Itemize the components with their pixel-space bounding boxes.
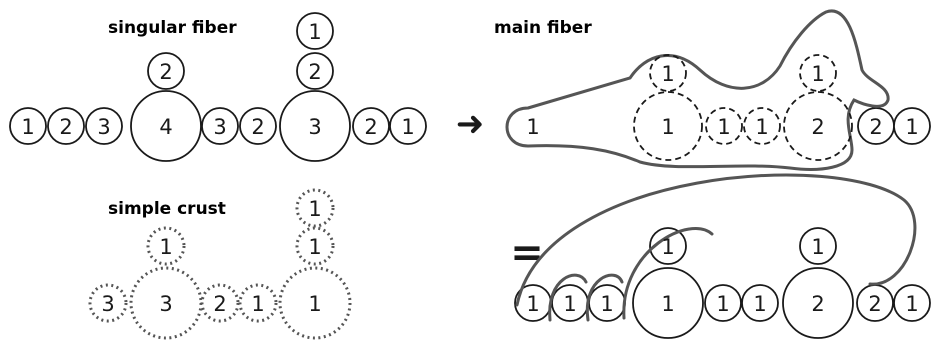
main-inner-top-node: [799, 54, 837, 92]
node-label: 1: [905, 292, 918, 316]
node-label: 1: [753, 292, 766, 316]
equals-fiber-chain: [514, 227, 931, 339]
node-label: 3: [101, 292, 114, 316]
main-fiber-inner: [633, 54, 853, 161]
node-label: 1: [600, 292, 613, 316]
small-loop: [548, 273, 588, 322]
simple-crust: [88, 188, 352, 340]
equals-node: [704, 284, 742, 322]
simple-crust-label: simple crust: [108, 199, 226, 219]
singular-fiber-labels: 1 2 3 4 3 2 3 2 1 2 2 1: [21, 20, 414, 139]
node-label: 2: [811, 292, 824, 316]
equals-fiber-labels: 1 1 1 1 1 1 2 2 1 1 1: [526, 235, 918, 316]
node-label: 1: [159, 235, 172, 259]
crust-branch-node: [295, 188, 335, 228]
node-label: 1: [717, 115, 730, 139]
crust-node: [278, 266, 352, 340]
singular-fiber-label: singular fiber: [108, 18, 237, 38]
big-arc: [515, 173, 917, 307]
node-label: 1: [308, 20, 321, 44]
node-label: 1: [755, 115, 768, 139]
node-label: 2: [811, 115, 824, 139]
main-fiber-outline: [505, 9, 890, 171]
node-label: 2: [308, 60, 321, 84]
equals-top-node: [649, 227, 687, 265]
singular-branch-node: [296, 52, 334, 90]
node-label: 1: [21, 115, 34, 139]
node-label: 1: [526, 292, 539, 316]
crust-branch-node: [146, 226, 186, 266]
singular-node: [352, 107, 390, 145]
singular-node: [201, 107, 239, 145]
main-fiber-label: main fiber: [494, 18, 592, 38]
singular-node: [389, 107, 427, 145]
node-label: 3: [97, 115, 110, 139]
node-label: 1: [661, 62, 674, 86]
equals-node: [782, 267, 854, 339]
main-fiber-right-chain: [857, 107, 931, 145]
main-inner-node: [705, 107, 743, 145]
node-label: 1: [401, 115, 414, 139]
equals-node: [632, 267, 704, 339]
crust-node: [88, 283, 128, 323]
arrow-icon: ➜: [456, 104, 485, 144]
singular-node: [85, 107, 123, 145]
node-label: 1: [251, 292, 264, 316]
node-label: 1: [308, 197, 321, 221]
crust-branch-node: [295, 226, 335, 266]
node-label: 2: [869, 115, 882, 139]
main-fiber-labels: 1 1 1 1 2 1 1 2 1: [526, 62, 918, 139]
singular-node: [9, 107, 47, 145]
node-label: 1: [308, 235, 321, 259]
node-label: 2: [868, 292, 881, 316]
node-label: 2: [59, 115, 72, 139]
main-inner-node: [633, 91, 703, 161]
equals-node: [893, 284, 931, 322]
node-label: 1: [563, 292, 576, 316]
singular-node: [239, 107, 277, 145]
node-label: 2: [213, 292, 226, 316]
singular-node: [130, 90, 202, 162]
node-label: 1: [811, 62, 824, 86]
node-label: 1: [716, 292, 729, 316]
small-loop: [585, 273, 624, 322]
singular-node: [279, 90, 351, 162]
node-label: 1: [811, 235, 824, 259]
node-label: 2: [251, 115, 264, 139]
node-label: 3: [213, 115, 226, 139]
crust-node: [200, 283, 240, 323]
main-inner-node: [783, 91, 853, 161]
main-inner-top-node: [649, 54, 687, 92]
singular-fiber: [9, 12, 427, 162]
singular-branch-node: [296, 12, 334, 50]
simple-crust-labels: 3 3 2 1 1 1 1 1: [101, 197, 321, 316]
crust-node: [238, 283, 278, 323]
equals-fiber-loops: [515, 173, 917, 322]
singular-node: [47, 107, 85, 145]
equals-sign: =: [510, 230, 544, 276]
node-label: 2: [364, 115, 377, 139]
main-right-node: [893, 107, 931, 145]
node-label: 4: [159, 115, 172, 139]
node-label: 2: [159, 60, 172, 84]
node-label: 1: [661, 235, 674, 259]
singular-branch-node: [147, 52, 185, 90]
small-loop: [622, 227, 714, 320]
node-label: 1: [905, 115, 918, 139]
node-label: 1: [661, 292, 674, 316]
main-inner-node: [743, 107, 781, 145]
node-label: 3: [159, 292, 172, 316]
equals-node: [741, 284, 779, 322]
node-label: 1: [526, 115, 539, 139]
node-label: 1: [308, 292, 321, 316]
node-label: 3: [308, 115, 321, 139]
equals-top-node: [799, 227, 837, 265]
node-label: 1: [661, 115, 674, 139]
